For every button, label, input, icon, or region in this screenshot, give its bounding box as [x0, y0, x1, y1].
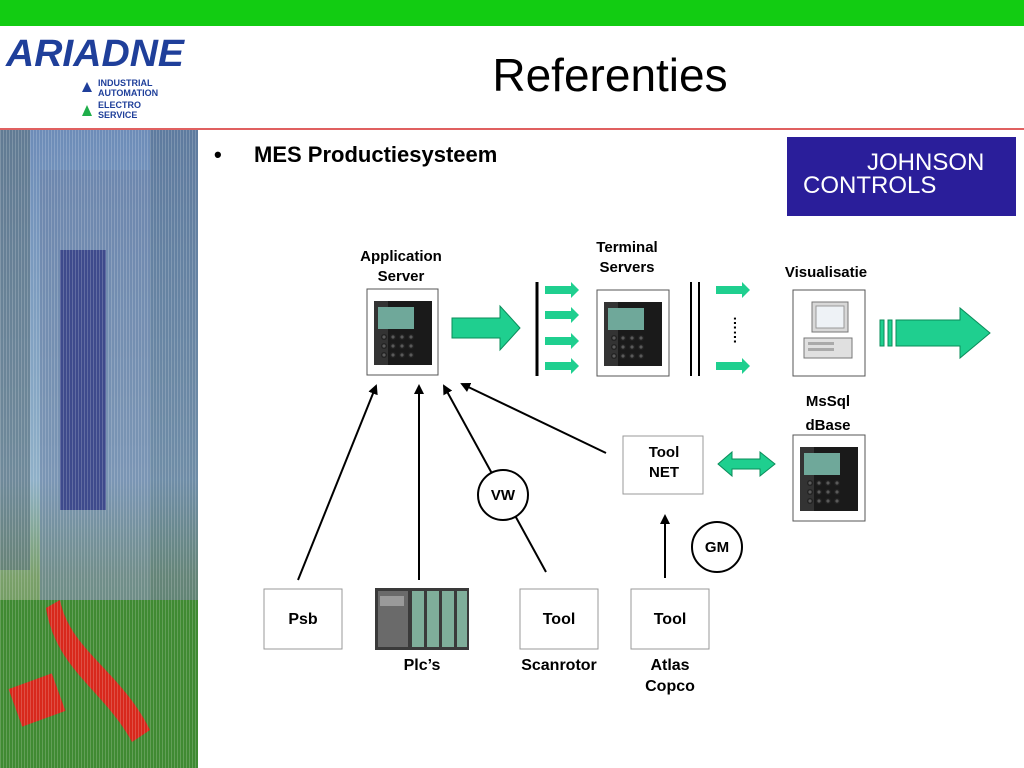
label-scanrotor: Scanrotor: [521, 657, 597, 674]
label-vw: VW: [491, 487, 516, 504]
label-terminal: Terminal: [596, 239, 657, 256]
label-servers: Servers: [599, 259, 654, 276]
top-accent-bar: [0, 0, 1024, 26]
label-copco: Copco: [645, 678, 695, 695]
gm-circle: [691, 521, 743, 573]
small-arrow: [545, 282, 579, 298]
small-arrow: [716, 282, 750, 298]
label-tool-scanrotor: Tool: [543, 611, 576, 628]
label-mssql: MsSql: [806, 393, 850, 410]
plc-icon: [375, 588, 469, 650]
jc-line-1: JOHNSON: [867, 149, 984, 176]
small-arrow: [716, 358, 750, 374]
slide-title: Referenties: [492, 49, 728, 101]
logo-brand: ARIADNE: [5, 33, 186, 75]
label-gm: GM: [705, 539, 729, 556]
label-atlas: Atlas: [650, 657, 689, 674]
logo-line-4: SERVICE: [98, 110, 137, 120]
sidebar-photo: [0, 130, 198, 768]
vw-circle: [477, 469, 529, 521]
triangle-up-icon: [82, 105, 92, 116]
label-psb: Psb: [288, 611, 318, 628]
tool-net-box: [622, 435, 704, 495]
flow-arrow-right: [451, 304, 521, 352]
small-arrow: [545, 358, 579, 374]
connector-psb: [297, 384, 378, 581]
psb-box: [263, 588, 343, 650]
title-rule: [0, 128, 1024, 130]
logo-line-1: INDUSTRIAL: [98, 78, 153, 88]
server-icon: [800, 447, 858, 511]
small-arrow: [545, 307, 579, 323]
small-arrow: [545, 333, 579, 349]
triangle-up-icon: [82, 82, 92, 92]
bullet-text: MES Productiesysteem: [254, 142, 498, 167]
logo-line-3: ELECTRO: [98, 100, 141, 110]
label-tool-net-1: Tool: [649, 444, 680, 461]
tool-atlas-box: [630, 588, 710, 650]
output-bar: [879, 319, 885, 347]
connector-tool-net: [460, 382, 607, 454]
label-plcs: Plc’s: [404, 657, 441, 674]
label-tool-atlas: Tool: [654, 611, 687, 628]
bullet-marker: •: [214, 142, 222, 167]
output-bar: [887, 319, 893, 347]
label-server: Server: [378, 268, 425, 285]
output-arrow: [895, 306, 991, 360]
label-application: Application: [360, 248, 442, 265]
tool-scanrotor-box: [519, 588, 599, 650]
ariadne-logo: ARIADNE INDUSTRIAL AUTOMATION ELECTRO SE…: [5, 33, 186, 120]
jc-line-2: CONTROLS: [803, 172, 936, 199]
server-icon: [374, 301, 432, 365]
server-icon: [604, 302, 662, 366]
label-dbase: dBase: [805, 417, 850, 434]
workstation-icon: [803, 301, 853, 359]
logo-line-2: AUTOMATION: [98, 88, 158, 98]
johnson-controls-logo: JOHNSON CONTROLS: [787, 137, 1016, 216]
ellipsis-dots: ……: [723, 316, 739, 344]
label-visualisatie: Visualisatie: [785, 264, 867, 281]
bidirectional-arrow: [717, 450, 776, 478]
label-tool-net-2: NET: [649, 464, 679, 481]
